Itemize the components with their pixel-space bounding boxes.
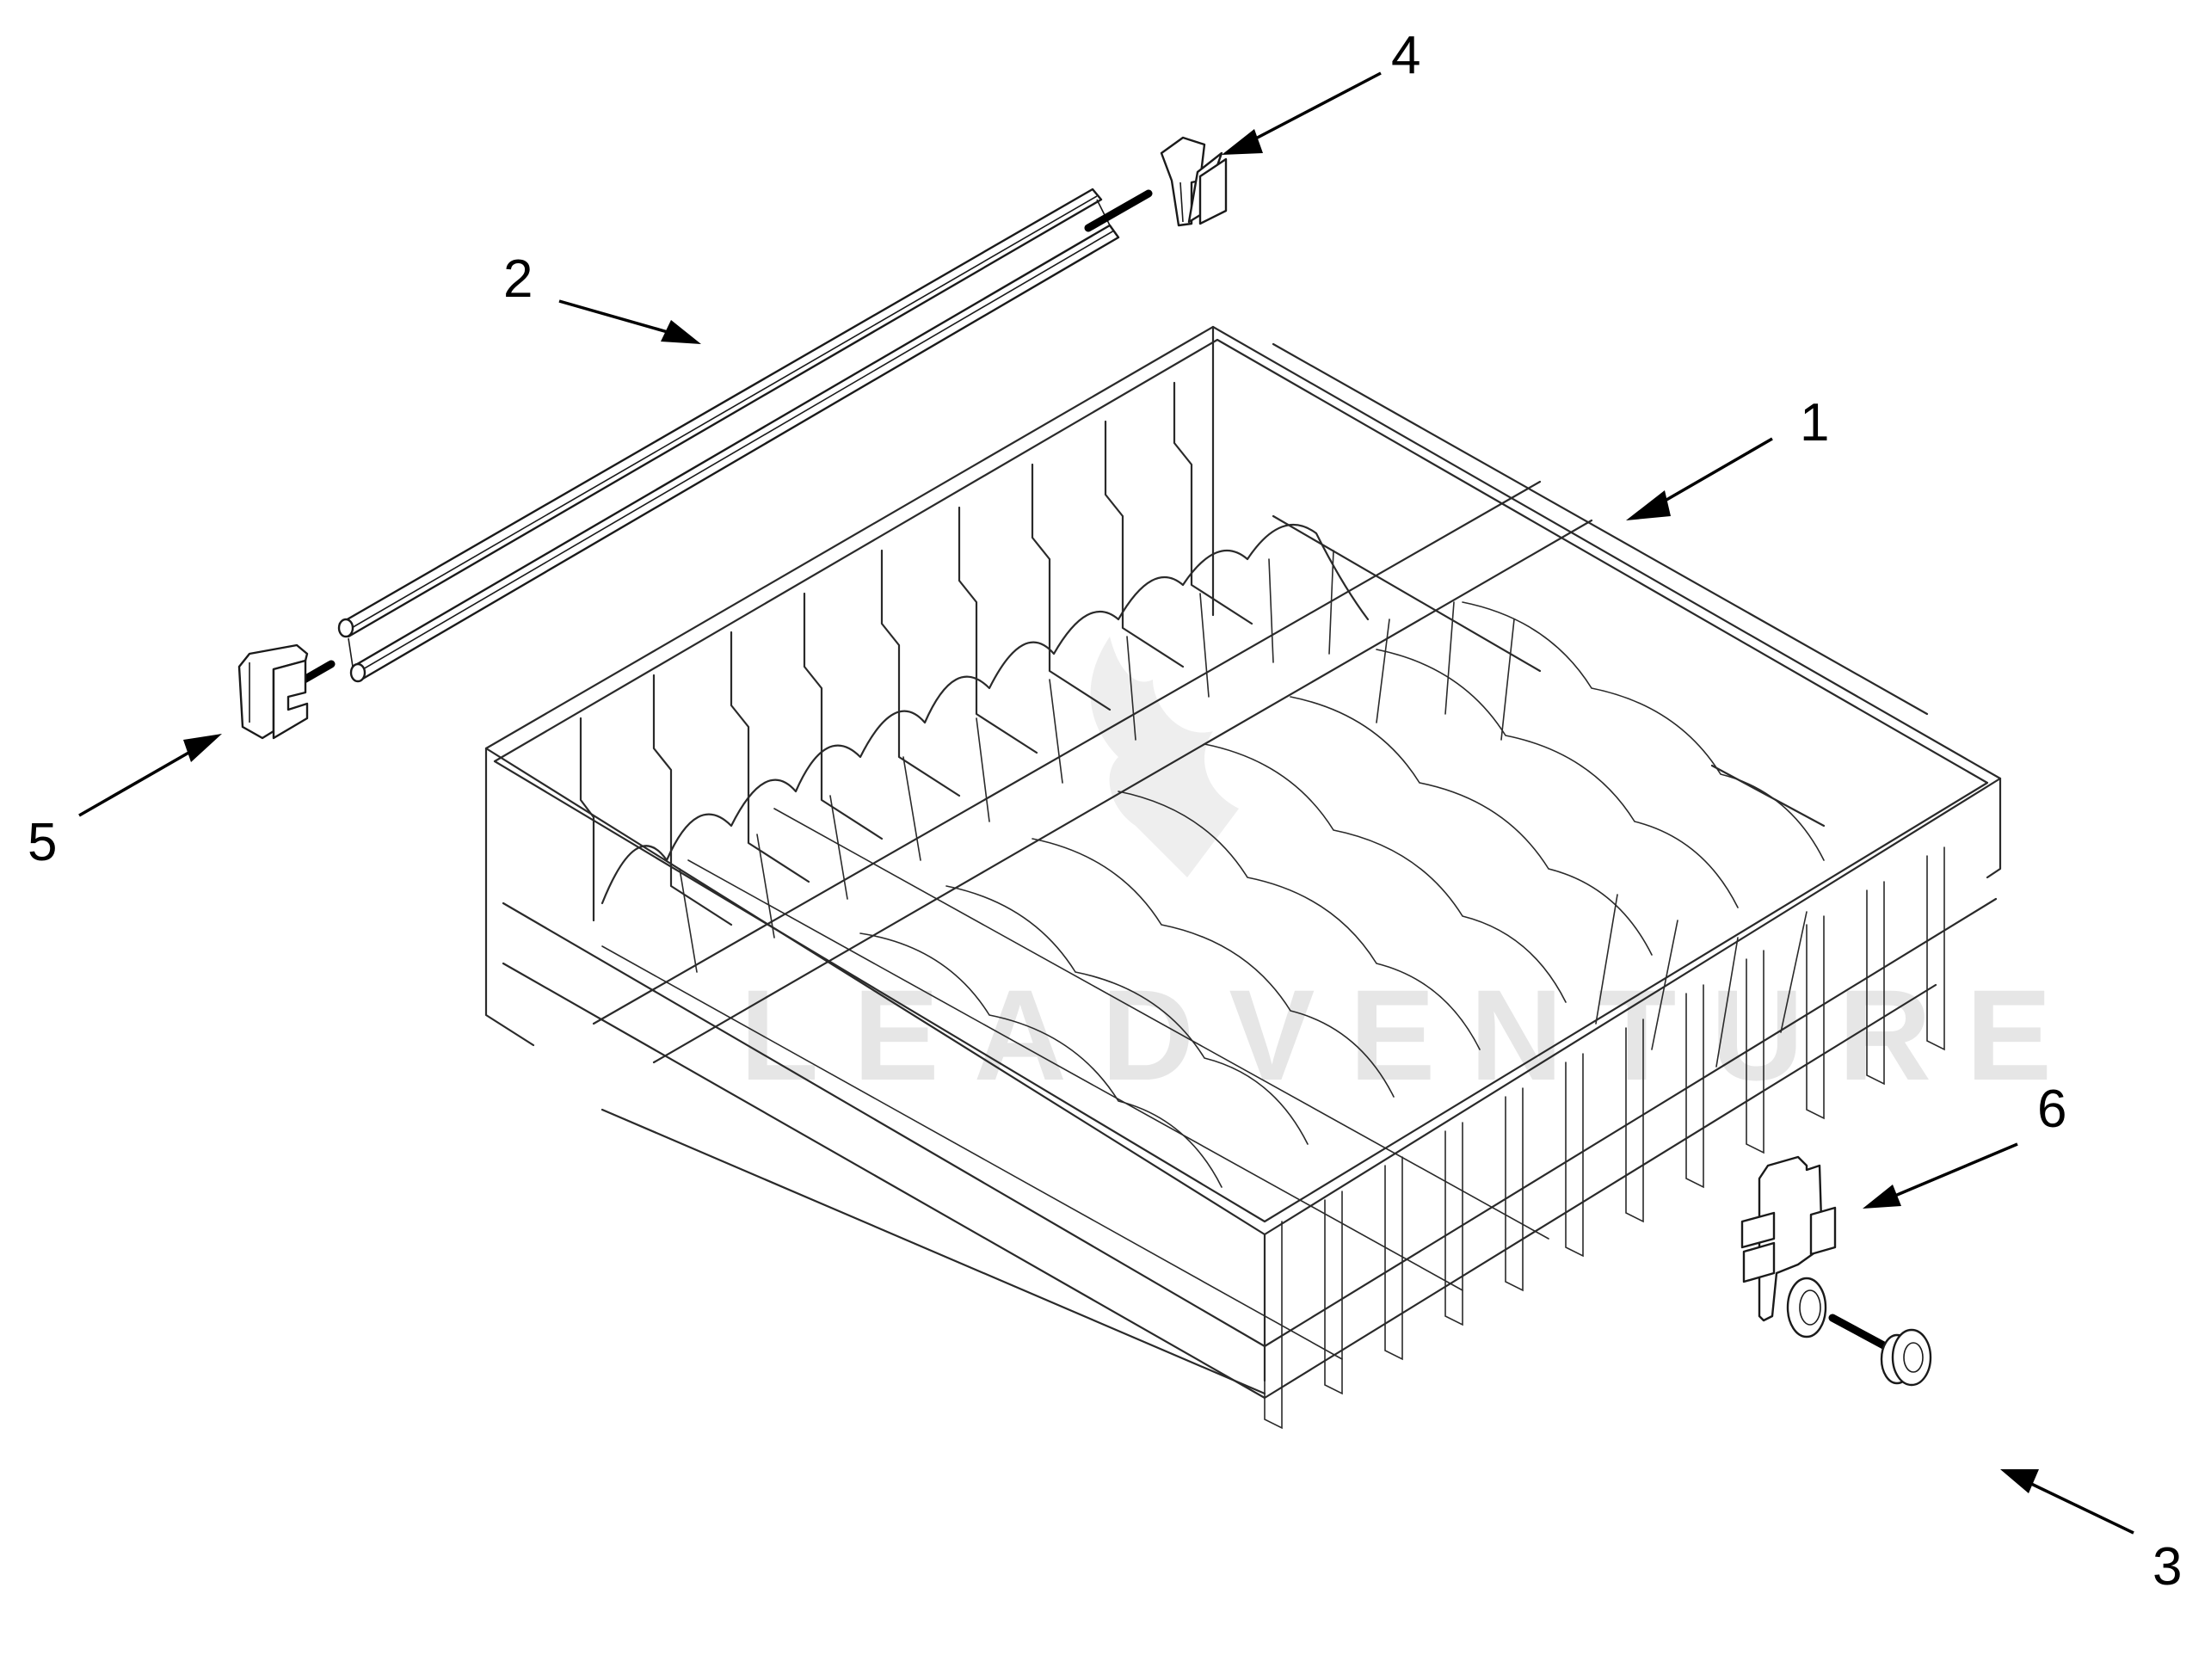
callout-number: 2	[503, 249, 533, 309]
arrowhead-icon	[1222, 129, 1263, 155]
watermark: LEADVENTURE	[740, 637, 2086, 1107]
watermark-flame-logo-icon	[1090, 637, 1239, 877]
arrowhead-icon	[1626, 490, 1671, 520]
callout-3[interactable]: 3	[2000, 1469, 2182, 1597]
rail-end-stop-rear-part	[1084, 136, 1228, 232]
rack-adjuster-part	[1740, 1155, 1837, 1338]
upper-rack-part	[484, 325, 2002, 1430]
rack-floor-wires	[601, 601, 1825, 1360]
callout-1[interactable]: 1	[1626, 393, 1829, 520]
callout-number: 1	[1800, 393, 1829, 452]
plate-support-tines	[579, 381, 1253, 926]
rack-wheel-part	[1828, 1314, 1932, 1387]
arrowhead-icon	[1863, 1185, 1901, 1209]
callout-number: 3	[2152, 1537, 2182, 1597]
arrowhead-icon	[2000, 1469, 2039, 1493]
rail-end-cap-front-part	[237, 643, 336, 740]
callout-2[interactable]: 2	[503, 249, 701, 344]
callout-number: 5	[28, 813, 57, 872]
cup-pins	[679, 550, 1808, 1068]
arrowhead-icon	[661, 320, 701, 344]
rack-rail-part	[337, 188, 1120, 683]
callout-4[interactable]: 4	[1222, 26, 1420, 155]
callout-6[interactable]: 6	[1863, 1080, 2066, 1209]
front-wall-loops	[1264, 846, 1945, 1430]
arrowhead-icon	[183, 734, 222, 762]
watermark-text: LEADVENTURE	[740, 963, 2086, 1107]
callout-number: 6	[2037, 1080, 2066, 1139]
callout-number: 4	[1391, 26, 1420, 85]
callout-5[interactable]: 5	[28, 734, 222, 872]
